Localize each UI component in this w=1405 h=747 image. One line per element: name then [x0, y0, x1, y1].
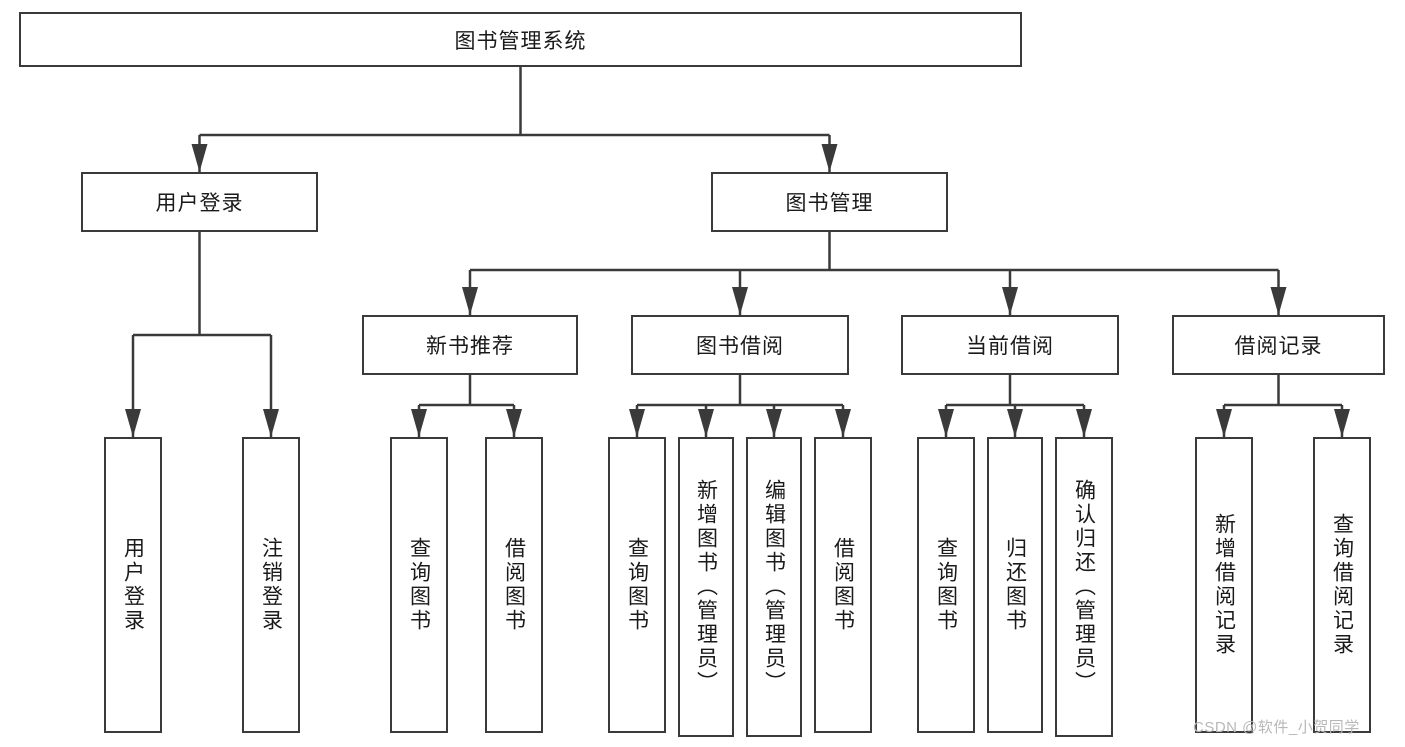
- arrow-head-leaf-1: [125, 409, 141, 437]
- arrow-head-leaf-3: [411, 409, 427, 437]
- node-borrow-log[interactable]: 借阅记录: [1172, 315, 1385, 375]
- node-leaf-2[interactable]: 注销登录: [242, 437, 300, 733]
- node-user-login[interactable]: 用户登录: [81, 172, 318, 232]
- arrow-head-borrow-log: [1270, 287, 1287, 315]
- arrow-head-leaf-8: [835, 409, 851, 437]
- arrow-head-leaf-10: [1007, 409, 1023, 437]
- node-label: 图书借阅: [696, 335, 784, 358]
- node-leaf-4[interactable]: 借阅图书: [485, 437, 543, 733]
- node-leaf-13[interactable]: 查询借阅记录: [1313, 437, 1371, 733]
- node-label: 借阅记录: [1234, 335, 1323, 358]
- node-label: 新增图书（管理员）: [694, 479, 718, 695]
- arrow-head-leaf-5: [629, 409, 645, 437]
- node-label: 注销登录: [259, 537, 283, 633]
- node-leaf-9[interactable]: 查询图书: [917, 437, 975, 733]
- arrow-head-book-manage: [821, 144, 838, 172]
- node-leaf-10[interactable]: 归还图书: [987, 437, 1043, 733]
- node-label: 当前借阅: [966, 335, 1054, 358]
- arrow-head-leaf-6: [698, 409, 714, 437]
- arrow-head-leaf-7: [766, 409, 782, 437]
- node-leaf-12[interactable]: 新增借阅记录: [1195, 437, 1253, 733]
- arrow-head-cur-borrow: [1002, 287, 1018, 315]
- node-leaf-8[interactable]: 借阅图书: [814, 437, 872, 733]
- node-label: 新书推荐: [426, 335, 514, 358]
- node-leaf-3[interactable]: 查询图书: [390, 437, 448, 733]
- node-book-borrow[interactable]: 图书借阅: [631, 315, 849, 375]
- arrow-head-book-borrow: [732, 287, 748, 315]
- node-label: 查询借阅记录: [1330, 513, 1354, 657]
- node-leaf-7[interactable]: 编辑图书（管理员）: [746, 437, 802, 737]
- arrow-head-new-book-rec: [462, 287, 478, 315]
- arrow-head-leaf-11: [1076, 409, 1092, 437]
- node-label: 图书管理系统: [454, 29, 587, 53]
- node-leaf-6[interactable]: 新增图书（管理员）: [678, 437, 734, 737]
- node-label: 查询图书: [407, 537, 431, 633]
- node-label: 借阅图书: [831, 537, 855, 633]
- node-leaf-5[interactable]: 查询图书: [608, 437, 666, 733]
- node-label: 归还图书: [1003, 537, 1027, 633]
- node-label: 用户登录: [155, 192, 244, 215]
- node-label: 新增借阅记录: [1212, 513, 1236, 657]
- node-book-manage[interactable]: 图书管理: [711, 172, 948, 232]
- node-label: 查询图书: [934, 537, 958, 633]
- node-new-book-rec[interactable]: 新书推荐: [362, 315, 578, 375]
- node-leaf-11[interactable]: 确认归还（管理员）: [1055, 437, 1113, 737]
- node-label: 编辑图书（管理员）: [762, 479, 786, 695]
- node-label: 图书管理: [785, 192, 874, 215]
- arrow-head-leaf-4: [506, 409, 522, 437]
- node-cur-borrow[interactable]: 当前借阅: [901, 315, 1119, 375]
- node-leaf-1[interactable]: 用户登录: [104, 437, 162, 733]
- csdn-watermark: CSDN @软件_小贺同学: [1193, 719, 1360, 736]
- arrow-head-user-login: [191, 144, 208, 172]
- node-label: 确认归还（管理员）: [1072, 479, 1096, 695]
- node-label: 借阅图书: [502, 537, 526, 633]
- node-root[interactable]: 图书管理系统: [19, 12, 1022, 67]
- node-label: 查询图书: [625, 537, 649, 633]
- arrow-head-leaf-2: [263, 409, 279, 437]
- arrow-head-leaf-12: [1216, 409, 1232, 437]
- node-label: 用户登录: [121, 537, 145, 633]
- arrow-head-leaf-9: [938, 409, 954, 437]
- arrow-head-leaf-13: [1334, 409, 1350, 437]
